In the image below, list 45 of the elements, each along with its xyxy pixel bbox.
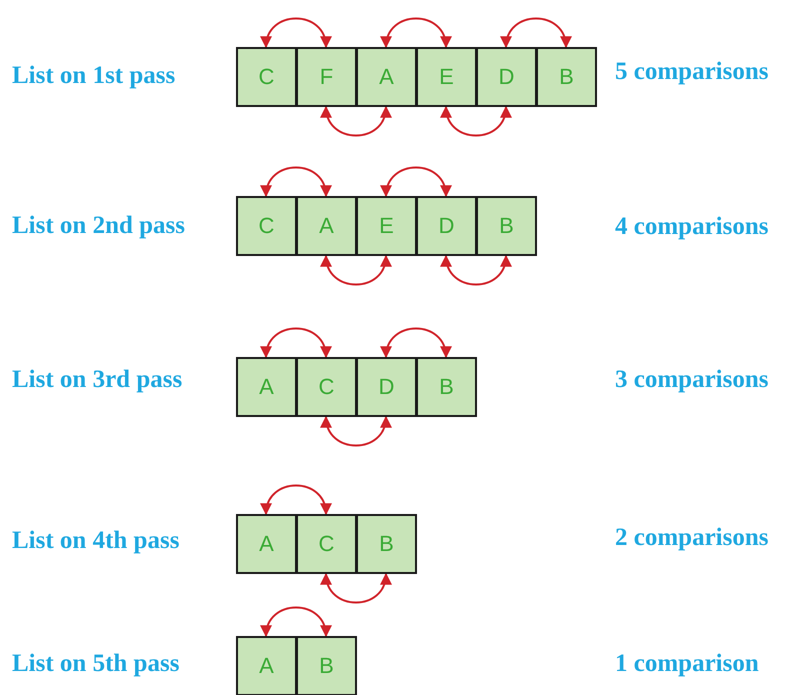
letter-cell: A: [236, 514, 297, 574]
letter-cell: A: [356, 47, 417, 107]
swap-arrow: [262, 328, 330, 358]
letter-cell: E: [416, 47, 477, 107]
comparison-count: 2 comparisons: [615, 524, 768, 552]
comparison-count: 3 comparisons: [615, 366, 768, 394]
letter-cell: B: [356, 514, 417, 574]
letter-cell: D: [356, 357, 417, 417]
comparison-count: 1 comparison: [615, 650, 759, 678]
comparison-count: 5 comparisons: [615, 58, 768, 86]
swap-arrow: [382, 328, 450, 358]
swap-arrow: [322, 572, 390, 604]
swap-arrow: [322, 416, 390, 446]
swap-arrow: [322, 254, 390, 286]
pass-label: List on 5th pass: [12, 650, 180, 678]
pass-label: List on 3rd pass: [12, 366, 182, 394]
letter-cell: C: [236, 196, 297, 256]
swap-arrow: [262, 166, 330, 198]
swap-arrow: [322, 106, 390, 136]
swap-arrow: [262, 18, 330, 48]
swap-arrow: [262, 484, 330, 516]
letter-cell: C: [236, 47, 297, 107]
pass-label: List on 4th pass: [12, 527, 180, 555]
swap-arrow: [382, 166, 450, 198]
letter-cell: B: [416, 357, 477, 417]
comparison-count: 4 comparisons: [615, 213, 768, 241]
letter-cell: B: [476, 196, 537, 256]
letter-cell: C: [296, 357, 357, 417]
letter-cell: E: [356, 196, 417, 256]
swap-arrow: [442, 254, 510, 286]
letter-cell: F: [296, 47, 357, 107]
swap-arrow: [502, 18, 570, 48]
letter-cell: B: [536, 47, 597, 107]
letter-cell: D: [416, 196, 477, 256]
letter-cell: A: [296, 196, 357, 256]
pass-label: List on 2nd pass: [12, 212, 185, 240]
letter-cell: B: [296, 636, 357, 695]
letter-cell: A: [236, 636, 297, 695]
swap-arrow: [382, 18, 450, 48]
letter-cell: C: [296, 514, 357, 574]
swap-arrow: [442, 106, 510, 136]
letter-cell: A: [236, 357, 297, 417]
pass-label: List on 1st pass: [12, 62, 176, 90]
swap-arrow: [262, 606, 330, 638]
letter-cell: D: [476, 47, 537, 107]
